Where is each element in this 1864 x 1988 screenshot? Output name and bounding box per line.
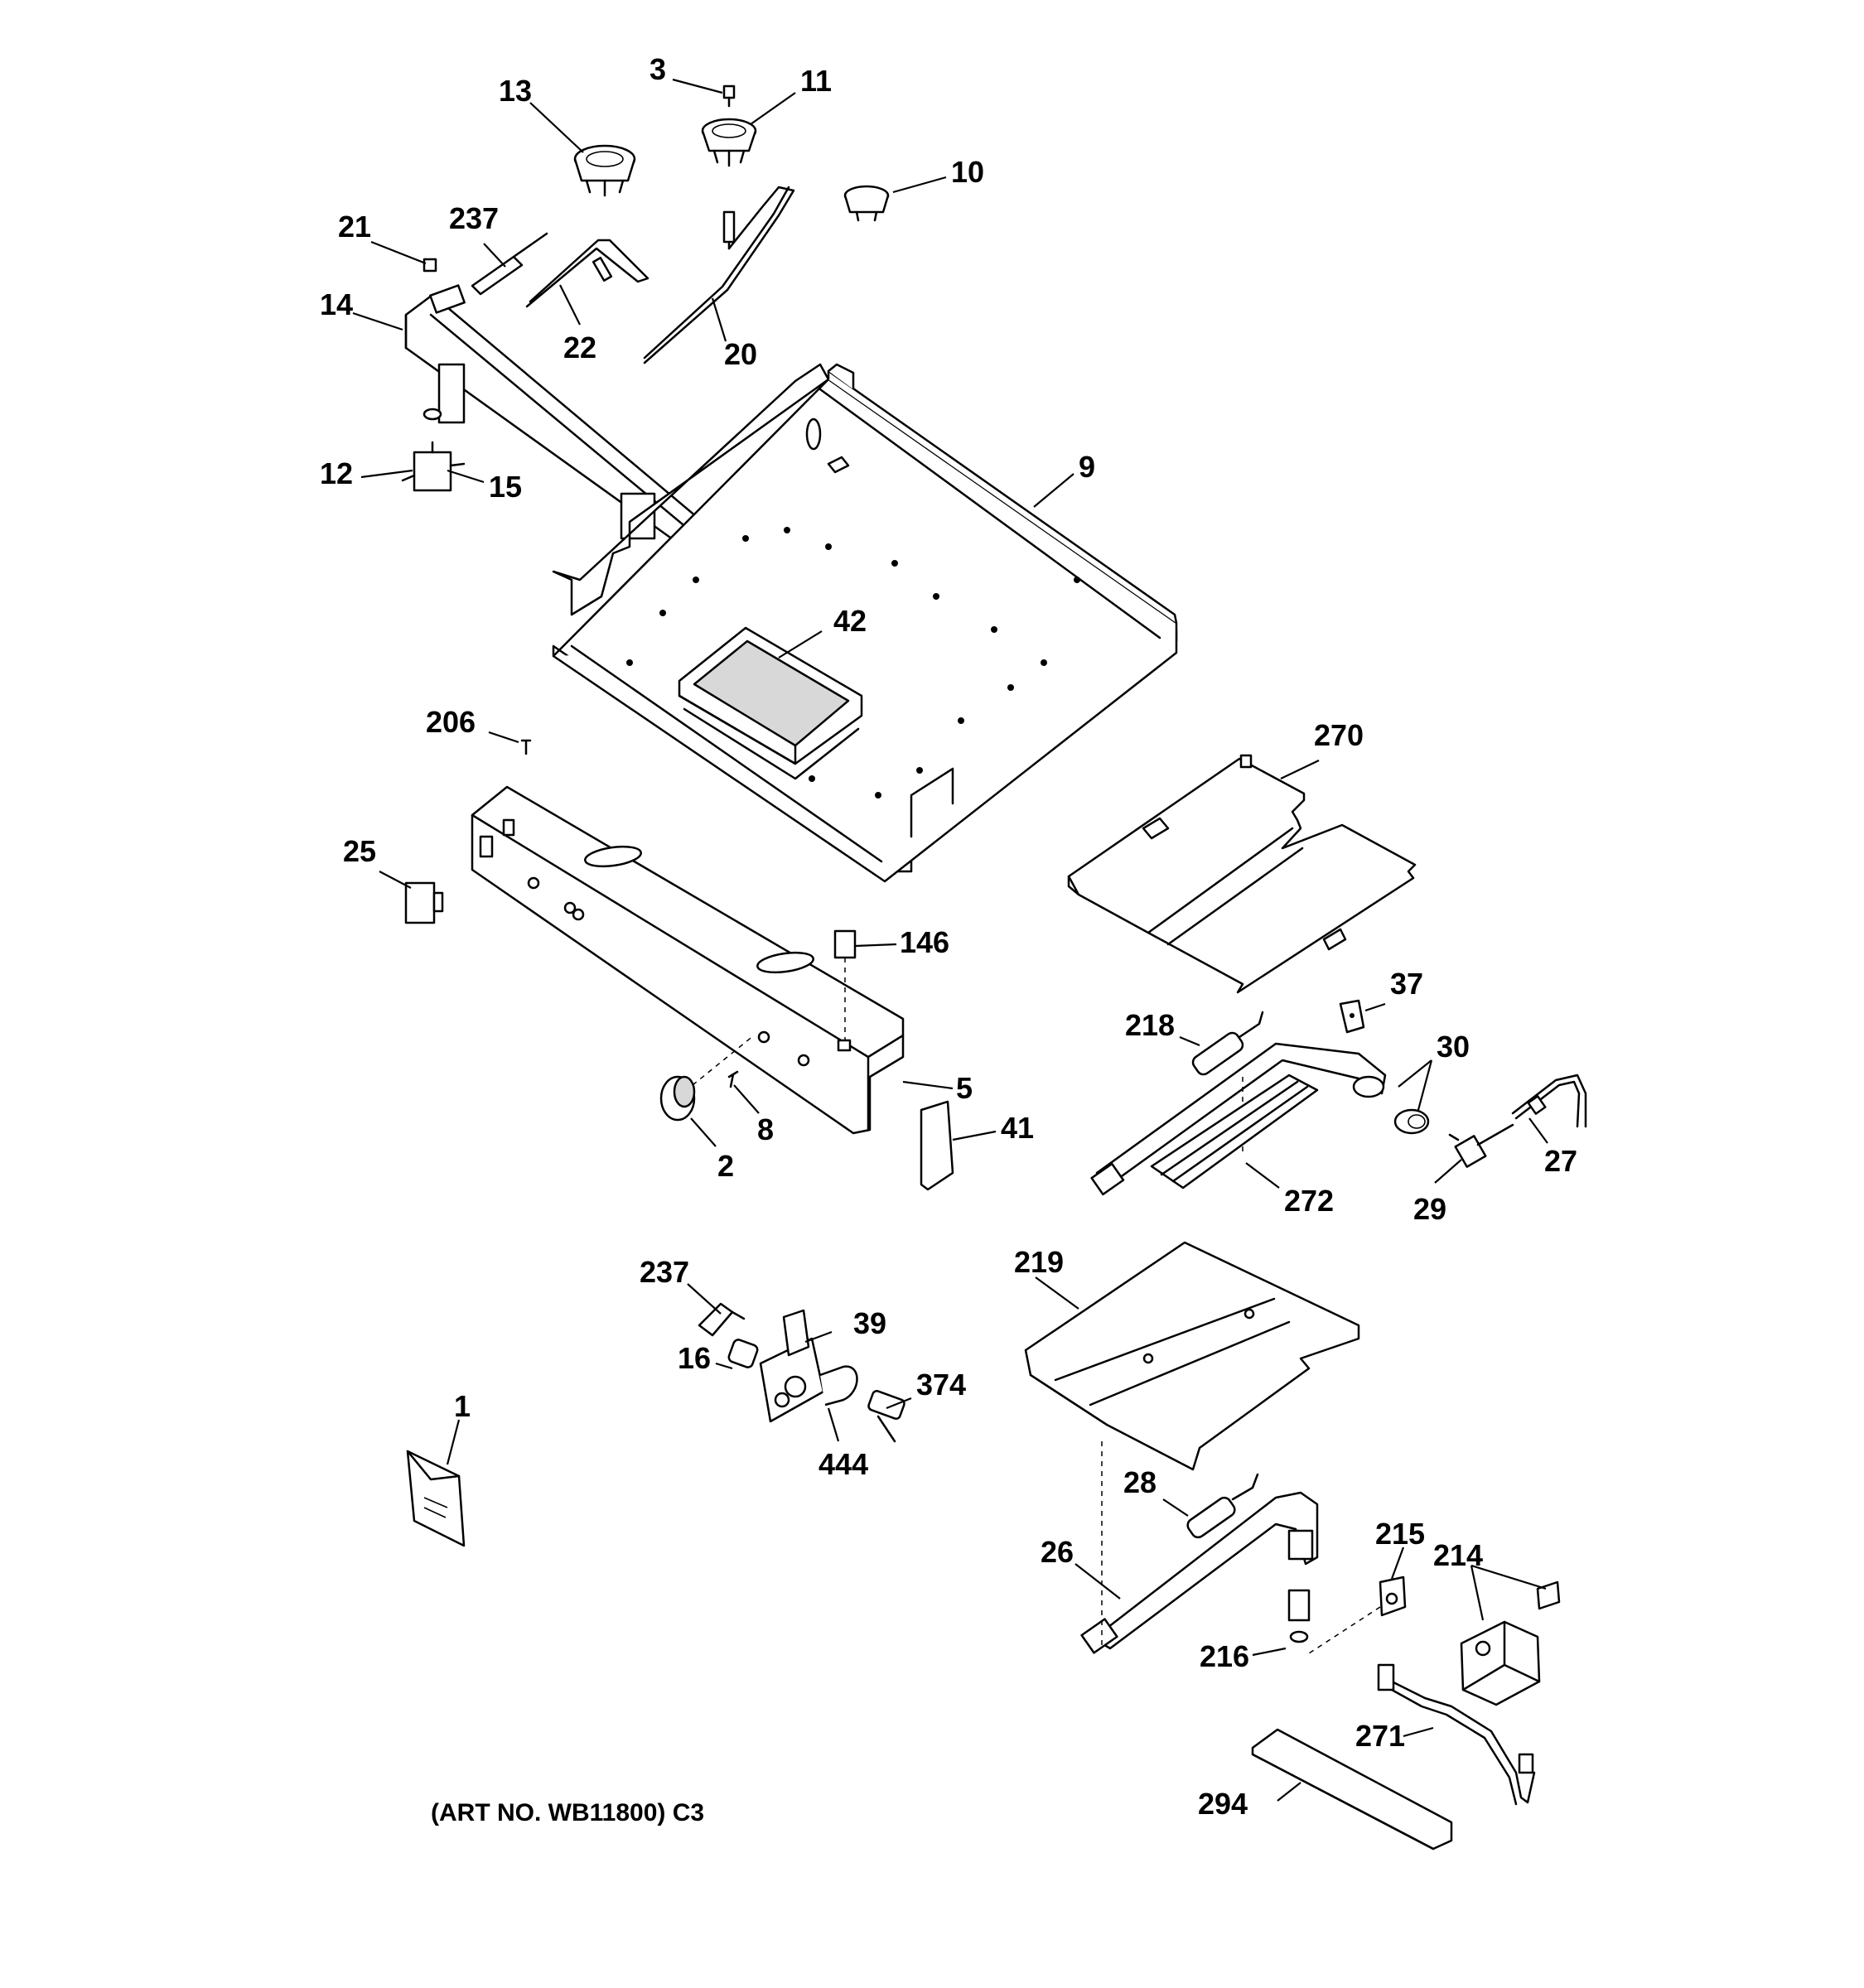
label-2: 2	[717, 1149, 734, 1183]
label-219: 219	[1014, 1245, 1064, 1279]
knob-2[interactable]	[659, 1035, 755, 1122]
igniter-28[interactable]	[1186, 1473, 1259, 1540]
burner-head-10[interactable]	[843, 185, 890, 222]
label-26: 26	[1041, 1535, 1074, 1569]
label-214: 214	[1433, 1538, 1483, 1572]
orifice-237-top[interactable]	[471, 232, 548, 296]
label-8: 8	[757, 1112, 774, 1146]
burner-head-11[interactable]	[701, 118, 757, 167]
literature-envelope-1[interactable]	[406, 1450, 466, 1547]
fitting-16[interactable]	[727, 1339, 759, 1369]
label-37: 37	[1390, 967, 1423, 1001]
label-21: 21	[338, 210, 371, 244]
nut-21[interactable]	[423, 258, 437, 273]
bracket-215[interactable]	[1308, 1575, 1407, 1654]
label-5: 5	[956, 1071, 973, 1105]
label-146: 146	[900, 925, 949, 959]
label-272: 272	[1284, 1184, 1334, 1218]
label-20: 20	[724, 337, 757, 371]
label-206: 206	[426, 705, 476, 739]
manifold-pipe-14[interactable]	[404, 284, 714, 552]
air-shutter-30[interactable]	[1352, 1075, 1430, 1135]
label-30: 30	[1437, 1030, 1470, 1064]
bracket-146[interactable]	[833, 929, 857, 1052]
label-271: 271	[1355, 1719, 1405, 1753]
bake-burner-tube[interactable]	[1090, 1042, 1387, 1196]
label-374: 374	[916, 1368, 966, 1402]
label-29: 29	[1413, 1192, 1446, 1226]
label-22: 22	[563, 331, 596, 364]
label-39: 39	[853, 1306, 886, 1340]
fitting-374[interactable]	[867, 1390, 905, 1443]
label-3: 3	[650, 52, 666, 86]
screw-206[interactable]	[520, 739, 532, 755]
label-12: 12	[320, 456, 353, 490]
label-237-top: 237	[449, 201, 499, 235]
end-cap-41[interactable]	[920, 1100, 954, 1191]
clip-25[interactable]	[404, 881, 444, 924]
screw-8[interactable]	[727, 1070, 739, 1088]
label-1: 1	[454, 1389, 471, 1423]
burner-tube-20[interactable]	[643, 186, 795, 364]
burner-shield-270[interactable]	[1067, 754, 1417, 994]
burner-baffle-272[interactable]	[1150, 1074, 1319, 1189]
igniter-218[interactable]	[1190, 1011, 1264, 1077]
orifice-237-mid[interactable]	[698, 1302, 746, 1337]
label-42: 42	[833, 604, 867, 638]
part-labels: 3 11 13 10 21 237 14 22 20 12 15 9 42 20…	[320, 52, 1577, 1826]
label-215: 215	[1375, 1517, 1425, 1551]
label-216: 216	[1200, 1639, 1249, 1673]
bracket-37[interactable]	[1339, 999, 1365, 1034]
label-28: 28	[1123, 1465, 1157, 1499]
label-25: 25	[343, 834, 376, 868]
label-11: 11	[800, 64, 832, 98]
label-270: 270	[1314, 718, 1364, 752]
broiler-shield-219[interactable]	[1024, 1241, 1360, 1471]
gas-tube-271[interactable]	[1377, 1663, 1536, 1806]
art-number: (ART NO. WB11800) C3	[431, 1799, 704, 1826]
rail-294[interactable]	[1251, 1728, 1453, 1850]
label-16: 16	[678, 1341, 711, 1375]
label-444: 444	[819, 1447, 868, 1481]
pressure-regulator-39[interactable]	[759, 1309, 858, 1423]
label-10: 10	[951, 155, 984, 189]
screw-3[interactable]	[722, 84, 736, 108]
broil-burner-26[interactable]	[1080, 1441, 1319, 1654]
label-237-mid: 237	[640, 1255, 689, 1289]
leader-lines	[352, 78, 1548, 1802]
spacer-216[interactable]	[1287, 1589, 1311, 1643]
label-14: 14	[320, 287, 353, 321]
burner-tube-22[interactable]	[525, 239, 650, 308]
label-13: 13	[499, 74, 532, 108]
label-15: 15	[489, 470, 522, 504]
orifice-holder-29[interactable]	[1448, 1123, 1514, 1168]
label-294: 294	[1198, 1787, 1248, 1821]
burner-head-13[interactable]	[573, 144, 636, 197]
oven-valve-214[interactable]	[1460, 1580, 1561, 1706]
gas-tube-27[interactable]	[1511, 1074, 1587, 1128]
front-panel-5[interactable]	[471, 785, 905, 1135]
label-218: 218	[1125, 1008, 1175, 1042]
label-27: 27	[1544, 1144, 1577, 1178]
label-41: 41	[1001, 1111, 1034, 1145]
label-9: 9	[1079, 450, 1095, 484]
valve-12-15[interactable]	[401, 408, 466, 492]
burner-box-42[interactable]	[678, 626, 863, 780]
